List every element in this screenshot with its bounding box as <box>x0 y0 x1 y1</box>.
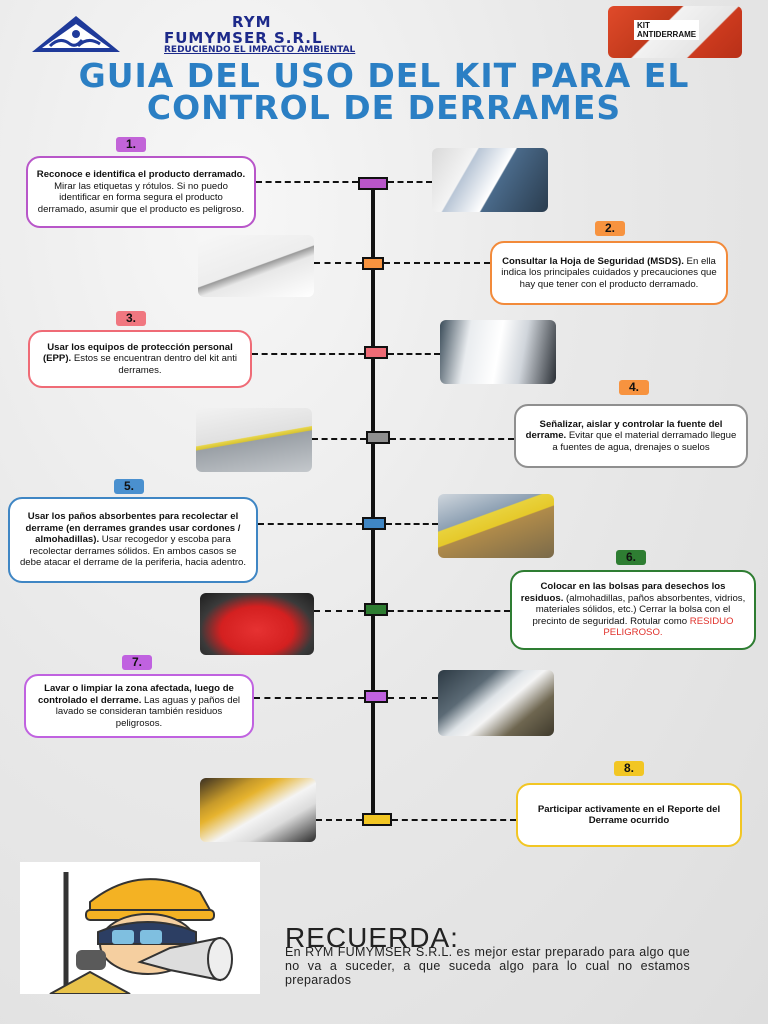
connector-5b <box>386 523 438 525</box>
kit-photo: KIT ANTIDERRAME <box>608 6 742 58</box>
step-box-4: Señalizar, aislar y controlar la fuente … <box>514 404 748 468</box>
warning-tape-photo <box>196 408 312 472</box>
brand-name-line1: RYM <box>232 13 272 31</box>
step-5-text: Usar recogedor y escoba para recolectar … <box>19 534 247 569</box>
ppe-photo <box>440 320 556 384</box>
brand-name-line2: FUMYMSER S.R.L <box>164 29 323 47</box>
step-5-bold: Usar los paños absorbentes para recolect… <box>25 511 241 546</box>
title-line2: CONTROL DE DERRAMES <box>146 88 622 127</box>
step-number-8: 8. <box>614 761 644 776</box>
step-number-1: 1. <box>116 137 146 152</box>
kit-label-line1: KIT <box>637 21 650 30</box>
connector-7 <box>254 697 364 699</box>
connector-1 <box>256 181 358 183</box>
timeline-spine <box>371 183 375 820</box>
step-6-red-text: RESIDUO PELIGROSO. <box>603 615 734 639</box>
step-number-3: 3. <box>116 311 146 326</box>
connector-6 <box>388 610 510 612</box>
connector-5 <box>258 523 362 525</box>
marker-6 <box>364 603 388 616</box>
marker-3 <box>364 346 388 359</box>
connector-4 <box>390 438 514 440</box>
step-box-7: Lavar o limpiar la zona afectada, luego … <box>24 674 254 738</box>
marker-8 <box>362 813 392 826</box>
connector-7b <box>388 697 438 699</box>
step-number-7: 7. <box>122 655 152 670</box>
step-1-bold: Reconoce e identifica el producto derram… <box>36 169 246 180</box>
step-box-5: Usar los paños absorbentes para recolect… <box>8 497 258 583</box>
marker-1 <box>358 177 388 190</box>
kit-label-line2: ANTIDERRAME <box>637 30 697 39</box>
step-4-bold: Señalizar, aislar y controlar la fuente … <box>525 418 723 442</box>
connector-8 <box>392 819 516 821</box>
waste-bag-photo <box>200 593 314 655</box>
step-3-bold: Usar los equipos de protección personal … <box>42 341 233 365</box>
megaphone-cartoon <box>20 862 260 994</box>
step-number-6: 6. <box>616 550 646 565</box>
step-8-bold: Participar activamente en el Reporte del… <box>537 803 721 827</box>
brand-tagline: REDUCIENDO EL IMPACTO AMBIENTAL <box>164 45 356 55</box>
step-4-text: Evitar que el material derramado llegue … <box>552 430 737 453</box>
step-2-text: En ella indica los principales cuidados … <box>501 255 717 290</box>
company-logo-icon <box>32 16 120 52</box>
step-number-2: 2. <box>595 221 625 236</box>
cleaning-photo <box>438 670 554 736</box>
marker-5 <box>362 517 386 530</box>
step-7-text: Las aguas y paños del lavado se consider… <box>55 694 241 729</box>
step-number-5: 5. <box>114 479 144 494</box>
step-6-bold: Colocar en las bolsas para desechos los … <box>520 581 726 604</box>
step-3-text: Estos se encuentran dentro del kit anti … <box>71 353 238 376</box>
step-box-8: Participar activamente en el Reporte del… <box>516 783 742 847</box>
step-7-bold: Lavar o limpiar la zona afectada, luego … <box>37 683 234 706</box>
connector-3 <box>252 353 364 355</box>
step-number-4: 4. <box>619 380 649 395</box>
connector-4a <box>312 438 366 440</box>
marker-2 <box>362 257 384 270</box>
document-photo <box>198 235 314 297</box>
recuerda-text: En RYM FUMYMSER S.R.L. es mejor estar pr… <box>285 945 690 987</box>
hazmat-photo <box>432 148 548 212</box>
kit-label: KIT ANTIDERRAME <box>634 20 700 40</box>
page-title: GUIA DEL USO DEL KIT PARA EL CONTROL DE … <box>0 56 768 127</box>
step-box-6: Colocar en las bolsas para desechos los … <box>510 570 756 650</box>
connector-2a <box>314 262 362 264</box>
step-box-1: Reconoce e identifica el producto derram… <box>26 156 256 228</box>
connector-1b <box>388 181 432 183</box>
step-1-text: Mirar las etiquetas y rótulos. Si no pue… <box>37 180 245 215</box>
connector-2 <box>384 262 490 264</box>
step-2-bold: Consultar la Hoja de Seguridad (MSDS). <box>502 255 684 267</box>
absorbent-photo <box>438 494 554 558</box>
report-photo <box>200 778 316 842</box>
connector-6a <box>314 610 364 612</box>
marker-7 <box>364 690 388 703</box>
step-box-2: Consultar la Hoja de Seguridad (MSDS). E… <box>490 241 728 305</box>
connector-8a <box>316 819 362 821</box>
title-line1: GUIA DEL USO DEL KIT PARA EL <box>78 56 690 95</box>
step-6-text: (almohadillas, paños absorbentes, vidrio… <box>532 592 746 627</box>
step-box-3: Usar los equipos de protección personal … <box>28 330 252 388</box>
recuerda-title: RECUERDA: <box>285 922 459 953</box>
connector-3b <box>388 353 440 355</box>
marker-4 <box>366 431 390 444</box>
